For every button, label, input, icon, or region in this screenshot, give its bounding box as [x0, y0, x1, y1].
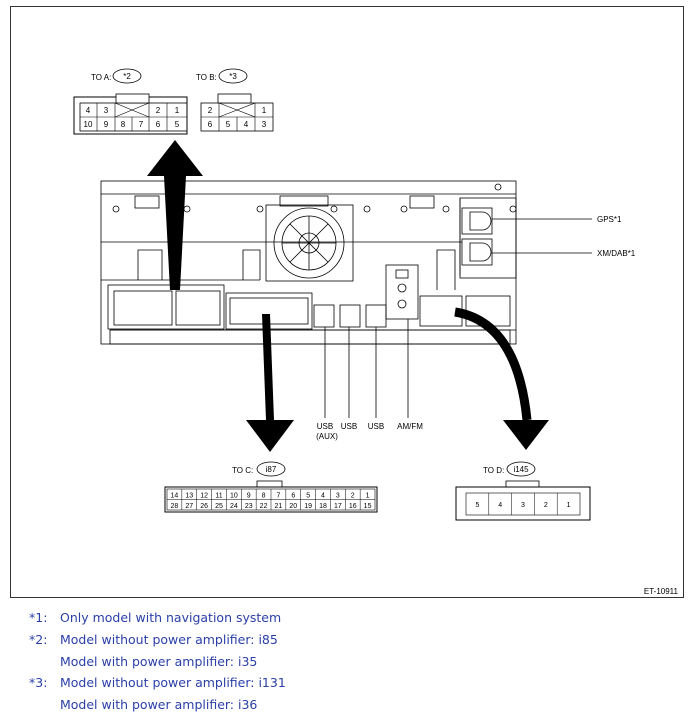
diagram-frame: [10, 6, 684, 598]
connector-a-pin: 6: [156, 120, 161, 129]
am-fm-callout: AM/FM: [397, 422, 423, 431]
connector-c-pin: 23: [245, 503, 253, 510]
connector-c-pin: 3: [336, 493, 340, 500]
connector-b-pin: 3: [262, 120, 267, 129]
footnote-mark: [29, 694, 60, 716]
connector-d-pin: 4: [498, 502, 502, 509]
connector-c-pin: 2: [351, 493, 355, 500]
connector-c-pin: 16: [349, 503, 357, 510]
connector-a-pin: 1: [175, 106, 180, 115]
connector-b-pin: 1: [262, 106, 267, 115]
connector-a-ref: *2: [123, 72, 131, 81]
usb-aux-callout: USB: [317, 422, 333, 431]
footnote-mark: *2:: [29, 631, 48, 647]
connector-d-ref: i145: [513, 465, 529, 474]
connector-c-pin: 4: [321, 493, 325, 500]
footnote-mark: *1:: [29, 610, 48, 625]
connector-c-ref: i87: [266, 465, 277, 474]
connector-c-pin: 20: [289, 503, 297, 510]
connector-c-pin: 28: [171, 503, 179, 510]
connector-c-pin: 22: [260, 503, 268, 510]
connector-a: TO A: *2 4 3 2 1 10 9 8 7 6 5: [73, 68, 188, 135]
connector-d-pin: 5: [475, 502, 479, 509]
connector-a-pin: 10: [84, 120, 93, 129]
connector-c-pin: 6: [291, 493, 295, 500]
footnote-text: Model without power amplifier: i131: [60, 675, 286, 691]
connector-a-pin: 7: [139, 120, 144, 129]
connector-c-pin: 9: [247, 493, 251, 500]
connector-c-label: TO C:: [232, 466, 253, 475]
connector-d-pin: 3: [521, 502, 525, 509]
arrow-to-connector-a: [147, 140, 203, 290]
connector-c-pin: 14: [171, 493, 179, 500]
footnote: *2: Model without power amplifier: i85: [29, 629, 286, 651]
footnote: Model with power amplifier: i36: [29, 694, 286, 716]
footnote: Model with power amplifier: i35: [29, 651, 286, 673]
connector-diagram: TO A: *2 4 3 2 1 10 9 8 7 6 5 TO B: *3: [73, 68, 679, 596]
arrow-to-connector-c: [246, 314, 294, 452]
footnote-text: Model without power amplifier: i85: [60, 631, 278, 647]
connector-c-pin: 27: [185, 503, 193, 510]
diagram-code: ET-10911: [644, 587, 679, 596]
connector-c-pin: 10: [230, 493, 238, 500]
connector-d-pin: 1: [567, 502, 571, 509]
footnote: *3: Model without power amplifier: i131: [29, 672, 286, 694]
footnotes: *1: Only model with navigation system *2:…: [29, 607, 286, 716]
connector-a-pin: 2: [156, 106, 161, 115]
connector-c-pin: 17: [334, 503, 342, 510]
connector-b-pin: 6: [208, 120, 213, 129]
footnote-mark: [29, 651, 60, 673]
gps-callout: GPS*1: [597, 215, 622, 224]
usb-callout: USB: [341, 422, 357, 431]
footnote-text: Model with power amplifier: i35: [60, 653, 258, 669]
xm-dab-callout: XM/DAB*1: [597, 249, 636, 258]
connector-a-pin: 8: [121, 120, 126, 129]
connector-d-label: TO D:: [483, 466, 504, 475]
connector-c-pin: 11: [215, 493, 222, 500]
footnote-text: Only model with navigation system: [60, 610, 282, 625]
connector-c-pin: 25: [215, 503, 223, 510]
connector-c-pin: 15: [364, 503, 372, 510]
connector-c-pin: 13: [185, 493, 193, 500]
footnote: *1: Only model with navigation system: [29, 607, 286, 629]
connector-d: TO D: i145 5 4 3 2 1: [455, 461, 591, 521]
connector-c-pin: 26: [200, 503, 208, 510]
connector-c-pin: 18: [319, 503, 327, 510]
connector-b: TO B: *3 2 1 6 5 4 3: [196, 68, 274, 132]
connector-b-label: TO B:: [196, 73, 217, 82]
connector-c-pin: 8: [262, 493, 266, 500]
connector-c-pin: 1: [366, 493, 370, 500]
connector-c-pin: 21: [275, 503, 283, 510]
connector-c-pin: 19: [304, 503, 312, 510]
connector-c-pin: 12: [200, 493, 208, 500]
usb-callout: USB: [368, 422, 384, 431]
connector-d-pin: 2: [544, 502, 548, 509]
connector-a-label: TO A:: [91, 73, 111, 82]
connector-a-pin: 9: [104, 120, 109, 129]
connector-a-pin: 4: [86, 106, 91, 115]
footnote-mark: *3:: [29, 675, 48, 691]
connector-c-pin: 24: [230, 503, 238, 510]
connector-b-ref: *3: [229, 72, 237, 81]
connector-b-pin: 4: [244, 120, 249, 129]
usb-aux-callout-sub: (AUX): [316, 432, 338, 441]
footnote-text: Model with power amplifier: i36: [60, 697, 258, 713]
arrow-to-connector-d: [454, 307, 549, 450]
connector-a-pin: 5: [175, 120, 180, 129]
connector-c-pin: 5: [306, 493, 310, 500]
connector-b-pin: 2: [208, 106, 213, 115]
connector-b-pin: 5: [226, 120, 231, 129]
connector-a-pin: 3: [104, 106, 109, 115]
connector-c-pin: 7: [276, 493, 280, 500]
